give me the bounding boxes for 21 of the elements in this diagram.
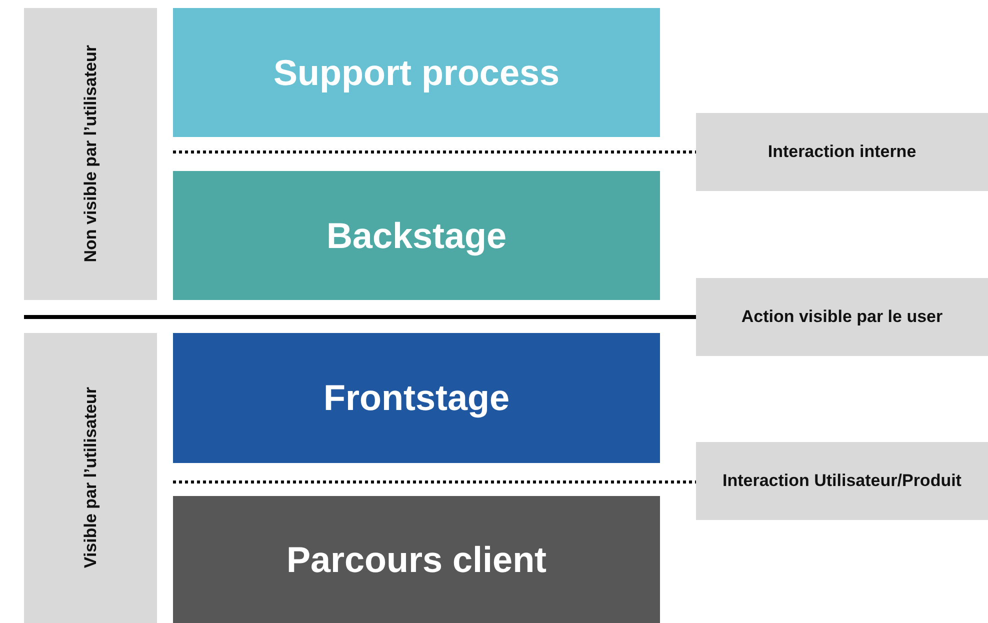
band-label: Interaction Utilisateur/Produit: [722, 471, 962, 491]
layer-box: [173, 333, 660, 463]
layer-box: [173, 171, 660, 300]
layer-title: Support process: [273, 52, 560, 94]
visibility-band: [24, 333, 157, 623]
band-label: Visible par l’utilisateur: [80, 387, 100, 569]
layer-title: Frontstage: [323, 377, 510, 419]
band-label: Non visible par l’utilisateur: [80, 45, 100, 263]
line-label-box: [696, 278, 988, 356]
layer-title: Parcours client: [286, 538, 547, 580]
divider-line: [24, 315, 696, 319]
visibility-band: [24, 8, 157, 300]
band-label: Action visible par le user: [741, 307, 943, 327]
line-label-box: [696, 113, 988, 191]
layer-title: Backstage: [326, 214, 507, 256]
dotted-line: [173, 150, 696, 154]
layer-box: [173, 496, 660, 623]
band-label: Interaction interne: [768, 142, 916, 162]
layer-box: [173, 8, 660, 137]
line-label-box: [696, 442, 988, 520]
dotted-line: [173, 480, 696, 484]
